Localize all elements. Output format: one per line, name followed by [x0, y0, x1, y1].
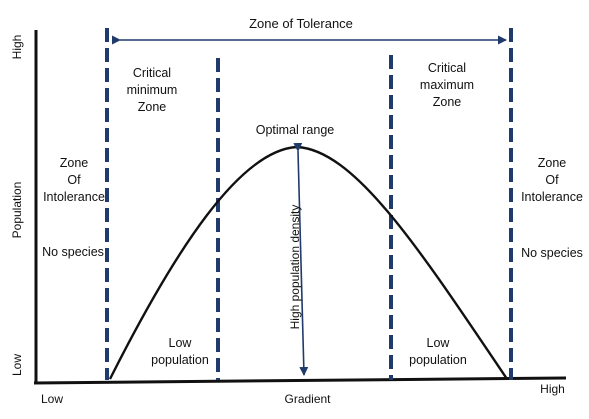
right-intolerance-label: Zone Of Intolerance [521, 156, 583, 204]
y-axis-high-label: High [10, 34, 24, 60]
x-axis-high-label: High [540, 382, 565, 396]
y-axis-label: Population [10, 181, 24, 239]
y-axis-low-label: Low [10, 354, 24, 377]
x-axis-label: Gradient [284, 392, 331, 406]
low-population-left-label: Low population [151, 336, 209, 367]
optimal-range-label: Optimal range [255, 123, 335, 137]
left-intolerance-label: Zone Of Intolerance [43, 156, 105, 204]
left-no-species-label: No species [42, 245, 104, 259]
high-density-label: High population density [288, 204, 302, 330]
x-axis-low-label: Low [40, 392, 63, 406]
zone-of-tolerance-label: Zone of Tolerance [249, 16, 353, 31]
critical-minimum-label: Critical minimum Zone [126, 66, 178, 114]
low-population-right-label: Low population [409, 336, 467, 367]
critical-maximum-label: Critical maximum Zone [419, 61, 475, 109]
right-no-species-label: No species [521, 246, 583, 260]
density-arrow [293, 142, 309, 376]
x-axis-line [33, 376, 567, 385]
